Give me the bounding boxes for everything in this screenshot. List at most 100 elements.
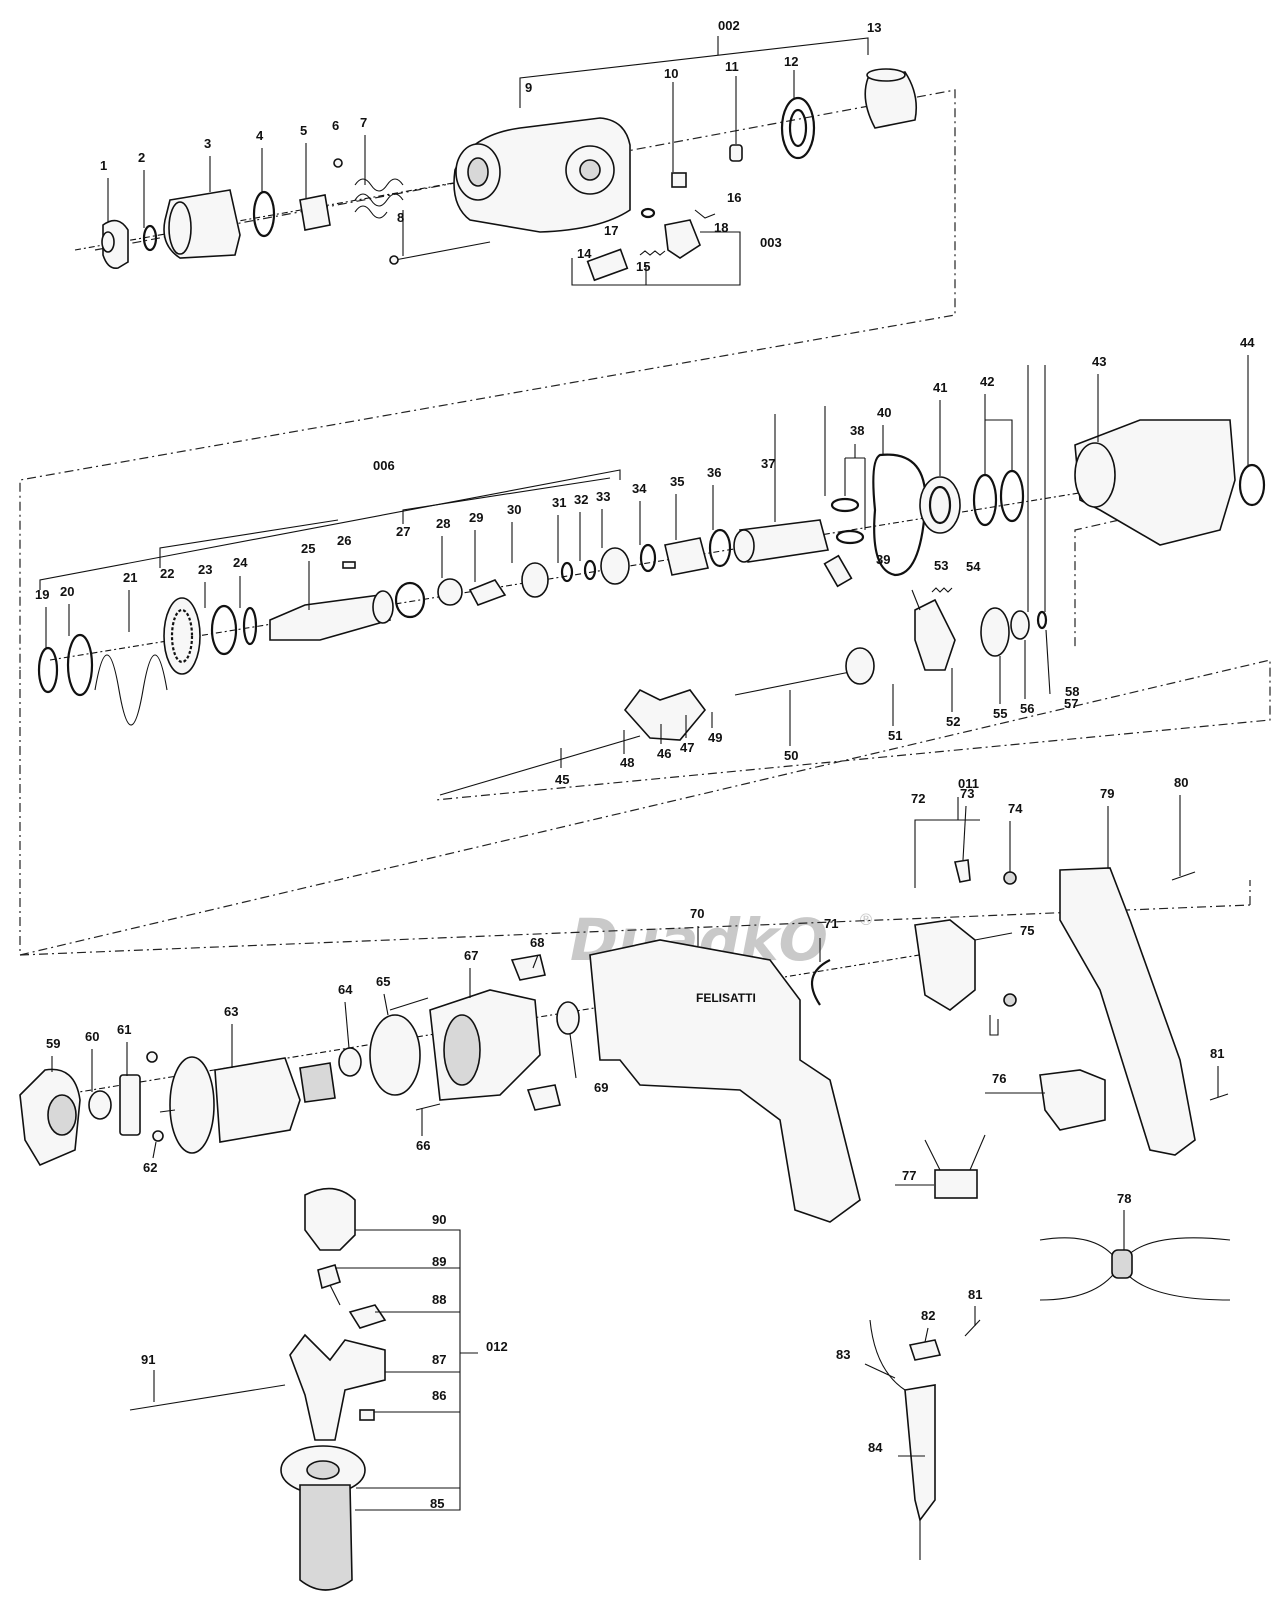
part-number-label: 49 (708, 730, 722, 745)
part-13-sleeve (864, 71, 918, 129)
part-74-spring (1003, 871, 1017, 885)
group-label-g003: 003 (760, 235, 782, 250)
part-77-capacitor (934, 1169, 978, 1199)
side-handle-assembly (129, 1187, 478, 1591)
part-64-bearing (338, 1047, 362, 1077)
part-number-label: 80 (1174, 775, 1188, 790)
part-10-block (671, 172, 687, 188)
part-2-ring (142, 224, 158, 252)
part-50-shaft (734, 669, 861, 696)
part-number-label: 11 (725, 59, 739, 74)
part-84-cord-guard (904, 1384, 936, 1522)
part-number-label: 23 (198, 562, 212, 577)
part-number-label: 57 (1064, 696, 1078, 711)
part-number-label: 9 (525, 80, 532, 95)
part-15-spring (639, 250, 666, 256)
part-11-bushing (729, 144, 743, 162)
part-89-bolt (317, 1264, 341, 1290)
part-number-label: 65 (376, 974, 390, 989)
part-22-gear (163, 597, 201, 675)
part-41-bearing (919, 476, 961, 534)
part-79-handle-cover (1059, 867, 1196, 1156)
part-81-screw (1209, 1093, 1229, 1101)
row-front-assembly (74, 68, 918, 286)
part-8-screw (394, 241, 491, 261)
part-44-ring (1238, 463, 1266, 507)
part-number-label: 10 (664, 66, 678, 81)
part-57-58-rings (1036, 610, 1048, 630)
part-88-nut (348, 1304, 387, 1329)
part-number-label: 84 (868, 1440, 883, 1455)
part-number-label: 13 (867, 20, 881, 35)
part-90-clamp-band (304, 1187, 356, 1251)
part-65-stator-baffle (369, 1014, 421, 1096)
part-number-label: 78 (1117, 1191, 1131, 1206)
part-86-nut (359, 1409, 375, 1421)
part-number-label: 39 (876, 552, 890, 567)
part-number-label: 59 (46, 1036, 60, 1051)
part-number-label: 1 (100, 158, 107, 173)
part-number-label: 69 (594, 1080, 608, 1095)
part-number-label: 26 (337, 533, 351, 548)
part-39-piston-pin (823, 554, 853, 588)
part-number-label: 86 (432, 1388, 446, 1403)
part-68-brush-holder (510, 954, 546, 981)
part-number-label: 6 (332, 118, 339, 133)
part-5-plate (299, 194, 331, 231)
part-number-label: 34 (632, 481, 647, 496)
part-number-label: 31 (552, 495, 566, 510)
part-38-o-rings (830, 497, 860, 513)
housing-brand-label: FELISATTI (696, 991, 756, 1005)
part-36-o-ring (708, 528, 732, 568)
part-24-ring (242, 606, 258, 646)
part-number-label: 24 (233, 555, 248, 570)
part-54-spring (931, 587, 953, 593)
part-number-label: 66 (416, 1138, 430, 1153)
part-number-label: 15 (636, 259, 650, 274)
group-label-g012: 012 (486, 1339, 508, 1354)
part-number-label: 27 (396, 524, 410, 539)
part-12-bearing (780, 96, 816, 160)
part-number-label: 67 (464, 948, 478, 963)
part-number-label: 52 (946, 714, 960, 729)
part-number-label: 85 (430, 1496, 444, 1511)
part-20-ring (66, 633, 94, 697)
part-number-label: 79 (1100, 786, 1114, 801)
part-91-depth-gauge (129, 1384, 286, 1411)
part-number-label: 42 (980, 374, 994, 389)
part-number-label: 63 (224, 1004, 238, 1019)
part-number-label: 60 (85, 1029, 99, 1044)
part-4-washer (252, 190, 276, 238)
part-61-plate (119, 1074, 141, 1136)
part-31-ring (560, 561, 574, 583)
part-number-label: 62 (143, 1160, 157, 1175)
part-number-label: 28 (436, 516, 450, 531)
part-63-armature (169, 1056, 215, 1154)
part-number-label: 81 (968, 1287, 982, 1302)
watermark-registered-mark: ® (858, 910, 874, 929)
part-number-label: 8 (397, 210, 404, 225)
part-number-label: 91 (141, 1352, 155, 1367)
part-21-spring (94, 654, 168, 726)
part-number-label: 81 (1210, 1046, 1224, 1061)
part-number-label: 29 (469, 510, 483, 525)
part-14-brush (586, 248, 629, 282)
part-number-label: 56 (1020, 701, 1034, 716)
part-70-motor-housing (589, 939, 861, 1223)
part-27-bushing (394, 581, 426, 619)
part-number-label: 21 (123, 570, 137, 585)
part-number-label: 35 (670, 474, 684, 489)
part-75-switch-plate (914, 919, 976, 1011)
part-number-label: 16 (727, 190, 741, 205)
group-label-g002: 002 (718, 18, 740, 33)
part-number-label: 77 (902, 1168, 916, 1183)
part-number-label: 64 (338, 982, 353, 997)
part-number-label: 4 (256, 128, 264, 143)
part-number-label: 7 (360, 115, 367, 130)
part-number-label: 33 (596, 489, 610, 504)
part-number-label: 22 (160, 566, 174, 581)
part-62-screws (146, 1051, 158, 1063)
part-82-cord-clamp (908, 1339, 942, 1361)
